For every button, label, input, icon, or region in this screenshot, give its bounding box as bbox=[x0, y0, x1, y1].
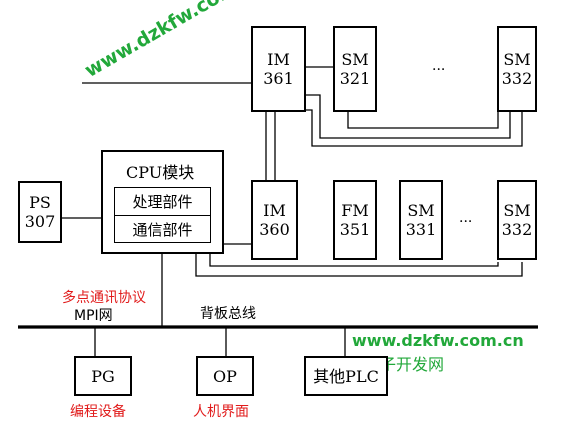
device-other-plc: 其他PLC bbox=[304, 356, 388, 396]
module-im361-number: 361 bbox=[263, 69, 294, 88]
module-sm332-bottom-number: 332 bbox=[501, 220, 533, 239]
cpu-divider bbox=[115, 215, 210, 216]
module-sm321: SM 321 bbox=[333, 26, 377, 112]
cpu-module: CPU模块 处理部件 通信部件 bbox=[101, 150, 224, 254]
backplane-bus-label: 背板总线 bbox=[200, 306, 256, 322]
module-fm351-number: 351 bbox=[339, 220, 371, 239]
module-ps307-type: PS bbox=[29, 193, 51, 212]
device-other-plc-label: 其他PLC bbox=[313, 366, 379, 386]
device-op: OP bbox=[196, 356, 254, 396]
module-sm321-number: 321 bbox=[339, 69, 371, 88]
module-fm351: FM 351 bbox=[333, 180, 377, 260]
module-ps307-number: 307 bbox=[24, 212, 56, 231]
ellipsis-bottom-rack: ··· bbox=[459, 214, 473, 230]
watermark-url: www.dzkfw.com.cn bbox=[352, 331, 524, 350]
module-sm332-top-type: SM bbox=[503, 50, 531, 69]
mpi-network-label: MPI网 bbox=[74, 308, 113, 324]
device-op-label: OP bbox=[213, 366, 237, 386]
module-ps307: PS 307 bbox=[18, 181, 62, 243]
device-pg: PG bbox=[74, 356, 132, 396]
module-im360: IM 360 bbox=[251, 180, 298, 260]
module-fm351-type: FM bbox=[341, 201, 369, 220]
module-im361-type: IM bbox=[267, 50, 290, 69]
module-sm331-type: SM bbox=[407, 201, 435, 220]
module-sm332-top: SM 332 bbox=[497, 26, 537, 112]
cpu-processing-unit: 处理部件 通信部件 bbox=[114, 187, 211, 243]
module-sm332-bottom-type: SM bbox=[503, 201, 531, 220]
device-pg-caption: 编程设备 bbox=[70, 404, 126, 420]
module-im361: IM 361 bbox=[251, 26, 306, 112]
module-sm332-bottom: SM 332 bbox=[497, 180, 537, 260]
device-pg-label: PG bbox=[91, 366, 115, 386]
protocol-label: 多点通讯协议 bbox=[62, 290, 146, 306]
device-op-caption: 人机界面 bbox=[193, 404, 249, 420]
cpu-communication-unit-label: 通信部件 bbox=[132, 221, 193, 239]
module-sm321-type: SM bbox=[341, 50, 369, 69]
cpu-processing-unit-label: 处理部件 bbox=[132, 193, 193, 211]
ellipsis-top-rack: ··· bbox=[432, 62, 446, 78]
cpu-module-title: CPU模块 bbox=[126, 163, 195, 182]
module-sm331-number: 331 bbox=[405, 220, 437, 239]
module-im360-number: 360 bbox=[259, 220, 290, 239]
module-sm332-top-number: 332 bbox=[501, 69, 533, 88]
module-sm331: SM 331 bbox=[399, 180, 443, 260]
module-im360-type: IM bbox=[263, 201, 286, 220]
